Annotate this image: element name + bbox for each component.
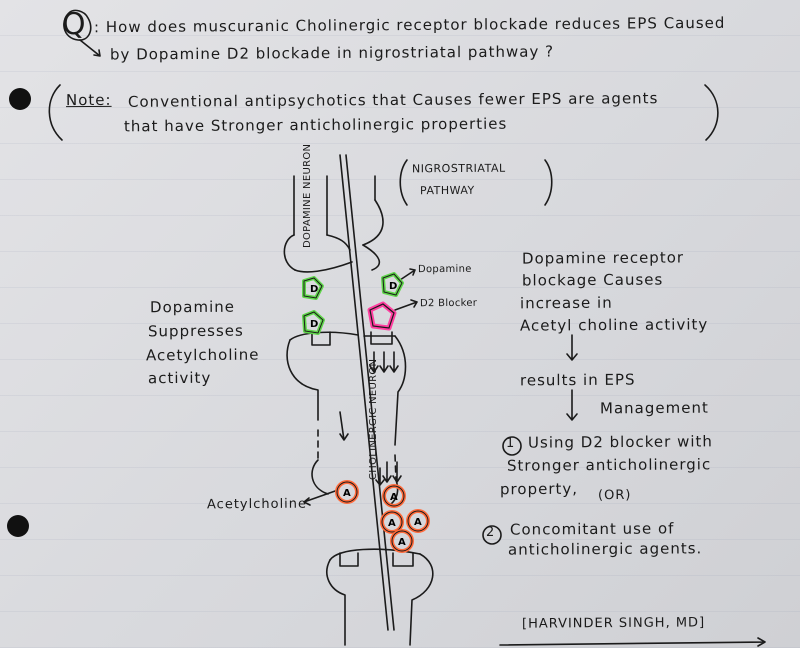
ach-inner-arrow bbox=[339, 411, 349, 441]
lower-neuron-left bbox=[326, 559, 346, 646]
binder-hole-top bbox=[9, 88, 31, 110]
dopamine-terminal-left bbox=[283, 234, 296, 271]
binder-hole-bottom bbox=[7, 515, 29, 537]
ach-arrow-6 bbox=[375, 467, 385, 486]
ach-molecule-1-letter: A bbox=[343, 488, 351, 499]
flow-arrow-1 bbox=[566, 334, 578, 361]
acetylcholine-molecule-1: A bbox=[335, 480, 359, 504]
cholinergic-top-left bbox=[289, 331, 359, 341]
acetylcholine-molecule-2: A bbox=[382, 484, 406, 508]
ach-molecule-2-letter: A bbox=[390, 492, 398, 503]
lower-neuron-right bbox=[409, 553, 434, 646]
note-close-paren bbox=[704, 84, 719, 141]
dopamine-molecule-2: D bbox=[302, 310, 325, 335]
dopamine-molecule-3: D bbox=[381, 272, 404, 297]
acetylcholine-pointer bbox=[303, 489, 339, 506]
dopamine-pointer bbox=[399, 268, 416, 281]
lower-receptor-left bbox=[339, 552, 359, 567]
synapse-line-right bbox=[345, 154, 395, 631]
dopamine-terminal-right bbox=[326, 234, 351, 251]
acetylcholine-molecule-5: A bbox=[390, 529, 414, 553]
synapse-line-left bbox=[339, 154, 389, 631]
option1-circle bbox=[502, 436, 522, 456]
ach-arrow-2 bbox=[379, 351, 389, 373]
option2-circle bbox=[482, 525, 502, 545]
ach-arrow-5 bbox=[392, 461, 402, 483]
ach-molecule-5-letter: A bbox=[398, 537, 406, 548]
acetylcholine-molecule-4: A bbox=[406, 509, 430, 533]
pathway-open-paren bbox=[399, 159, 408, 206]
d2-blocker-molecule bbox=[367, 301, 397, 331]
d2-blocker-pointer bbox=[394, 299, 418, 311]
dopamine-molecule-1: D bbox=[302, 276, 324, 300]
flow-arrow-2 bbox=[566, 389, 578, 421]
lower-receptor-right bbox=[392, 552, 414, 567]
lower-neuron-top bbox=[329, 548, 421, 561]
receptor-left-cup bbox=[311, 331, 331, 346]
dopamine-terminal-bottom bbox=[294, 261, 353, 273]
ach-arrow-1 bbox=[369, 351, 379, 373]
dopamine-molecule-2-letter: D bbox=[310, 319, 318, 330]
cholinergic-left-wall bbox=[286, 339, 319, 421]
question-circle bbox=[63, 9, 92, 41]
ach-arrow-4 bbox=[382, 461, 392, 483]
note-open-paren bbox=[48, 84, 63, 141]
cholinergic-neck-dashed-right bbox=[394, 454, 397, 481]
dopamine-molecule-3-letter: D bbox=[389, 281, 397, 292]
cholinergic-terminal-left bbox=[311, 459, 329, 495]
signature-arrow bbox=[499, 637, 766, 647]
molecule-markers: D D D A A A bbox=[302, 272, 430, 553]
ach-molecule-3-letter: A bbox=[388, 518, 396, 529]
right-terminal-bottom bbox=[362, 244, 381, 271]
ach-arrow-3 bbox=[389, 351, 399, 373]
ach-molecule-4-letter: A bbox=[414, 517, 422, 528]
right-terminal-curve bbox=[362, 199, 384, 246]
receptor-right-cup bbox=[370, 331, 393, 345]
cholinergic-right-wall bbox=[394, 335, 407, 446]
pathway-close-paren bbox=[544, 159, 553, 206]
acetylcholine-molecule-3: A bbox=[380, 510, 404, 534]
question-arrow bbox=[79, 39, 101, 57]
dopamine-molecule-1-letter: D bbox=[310, 284, 318, 295]
